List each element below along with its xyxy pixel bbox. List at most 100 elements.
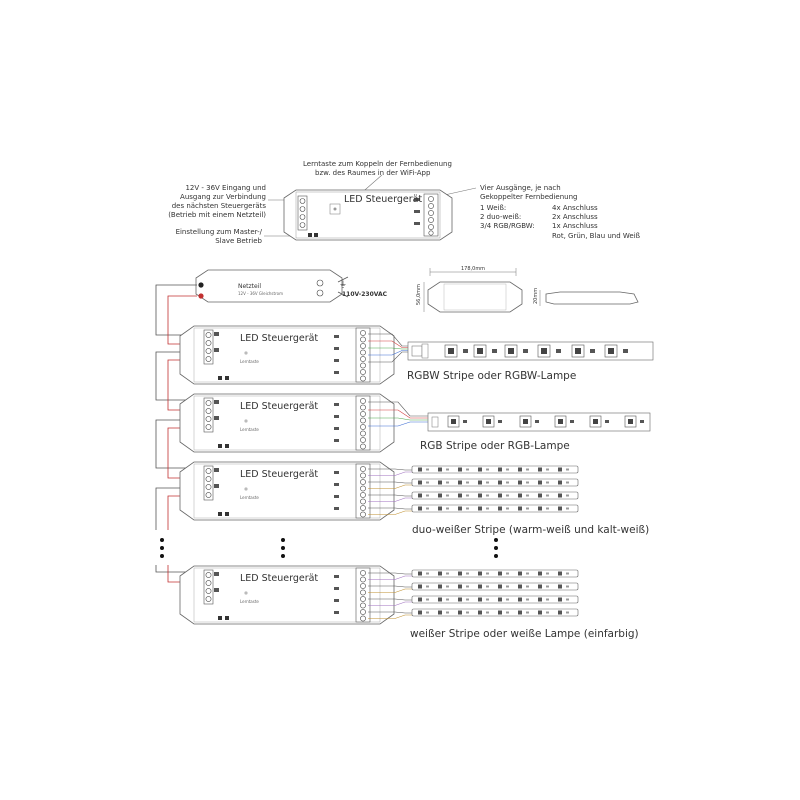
white-strip-led xyxy=(478,584,482,589)
controller-label: LED Steuergerät xyxy=(240,401,318,412)
polarity-marker xyxy=(214,468,219,472)
controller-label: LED Steuergerät xyxy=(240,573,318,584)
duo-white-strip-led xyxy=(538,467,542,472)
duo-white-strip-led xyxy=(498,493,502,498)
resistor xyxy=(526,481,529,484)
resistor xyxy=(446,585,449,588)
controller-housing xyxy=(179,393,395,453)
output-wire xyxy=(368,614,412,619)
duo-white-strip-led xyxy=(418,480,422,485)
duo-white-strip-led xyxy=(558,506,562,511)
controller-housing-inner xyxy=(295,191,441,239)
white-strip-led xyxy=(498,584,502,589)
white-strip-led xyxy=(538,571,542,576)
white-strip-body xyxy=(411,582,579,591)
output-wires xyxy=(368,468,412,515)
duo-white-strip-body xyxy=(411,504,579,513)
duo-white-strip-led xyxy=(538,506,542,511)
white-strip-led xyxy=(418,584,422,589)
channel-marker xyxy=(334,415,339,418)
terminal-screw xyxy=(360,404,366,411)
input-terminal-block xyxy=(297,195,308,231)
learn-key-dot xyxy=(333,207,337,211)
controller-housing xyxy=(283,189,453,241)
duo-white-strip-led xyxy=(498,506,502,511)
white-strip-led xyxy=(418,571,422,576)
master-slave-switch xyxy=(308,233,312,237)
ellipsis-dot xyxy=(281,546,285,550)
rgb-led-core xyxy=(486,419,491,424)
duo-white-strip-led xyxy=(438,493,442,498)
rgbw-led-core xyxy=(608,348,614,354)
mode1-name: 1 Weiß: xyxy=(480,204,506,212)
resistor xyxy=(535,420,539,423)
resistor xyxy=(526,507,529,510)
output-wire xyxy=(368,484,412,489)
input-annotation-line4: (Betrieb mit einem Netzteil) xyxy=(168,211,266,219)
psu-output-plus xyxy=(198,293,204,299)
psu-mains-terminal xyxy=(316,279,324,287)
duo-white-strip-led xyxy=(478,480,482,485)
channel-marker xyxy=(334,347,339,350)
input-terminal-block xyxy=(203,465,214,501)
terminal-screw xyxy=(205,468,212,474)
channel-marker xyxy=(414,198,420,201)
mode2-name: 2 duo-weiß: xyxy=(480,213,521,221)
terminal-screw xyxy=(299,206,306,212)
rgb-strip: RGB Stripe oder RGB-Lampe xyxy=(420,412,651,452)
resistor xyxy=(466,468,469,471)
terminal-screw xyxy=(360,511,366,518)
terminal-screw xyxy=(205,424,212,430)
terminal-screw xyxy=(360,472,366,479)
output-wire xyxy=(368,588,412,593)
output-wire xyxy=(368,510,412,515)
polarity-marker xyxy=(214,348,219,352)
resistor xyxy=(566,572,569,575)
duo-white-strip-led xyxy=(498,480,502,485)
terminal-screw xyxy=(428,210,434,216)
resistor xyxy=(566,585,569,588)
output-wire xyxy=(368,421,432,427)
duo-white-strip-body xyxy=(411,491,579,500)
ellipsis-dot xyxy=(160,538,164,542)
learn-key-dot xyxy=(244,487,248,491)
terminal-screw xyxy=(428,203,434,209)
resistor xyxy=(466,572,469,575)
resistor xyxy=(426,507,429,510)
dimension-height-label: 56,0mm xyxy=(416,284,422,305)
rgbw-led-core xyxy=(508,348,514,354)
mode1-value: 4x Anschluss xyxy=(552,204,598,212)
terminal-screw xyxy=(360,466,366,472)
duo-white-strip-led xyxy=(418,493,422,498)
ellipsis-dot xyxy=(494,538,498,542)
resistor xyxy=(426,572,429,575)
master-slave-switch xyxy=(218,616,222,620)
resistor xyxy=(506,468,509,471)
rgbw-led-core xyxy=(541,348,547,354)
resistor xyxy=(526,598,529,601)
resistor xyxy=(566,468,569,471)
white-strip-led xyxy=(418,610,422,615)
resistor xyxy=(556,349,561,353)
channel-marker xyxy=(334,507,339,510)
terminal-screw xyxy=(360,576,366,583)
learn-key-small-label: Lerntaste xyxy=(240,495,259,500)
input-annotation-line3: des nächsten Steuergeräts xyxy=(172,202,267,210)
rgb-led-core xyxy=(593,419,598,424)
rgbw-led-core xyxy=(575,348,581,354)
channel-marker xyxy=(334,575,339,578)
outputs-annotation-line1: Vier Ausgänge, je nach xyxy=(480,184,561,192)
duo-white-strip-led xyxy=(418,506,422,511)
white-strip-led xyxy=(518,584,522,589)
terminal-screw xyxy=(205,356,212,362)
resistor xyxy=(466,598,469,601)
duo-white-strip-led xyxy=(538,493,542,498)
resistor xyxy=(426,611,429,614)
terminal-screw xyxy=(360,570,366,576)
output-wires xyxy=(368,401,432,427)
device-top-view xyxy=(427,281,523,313)
